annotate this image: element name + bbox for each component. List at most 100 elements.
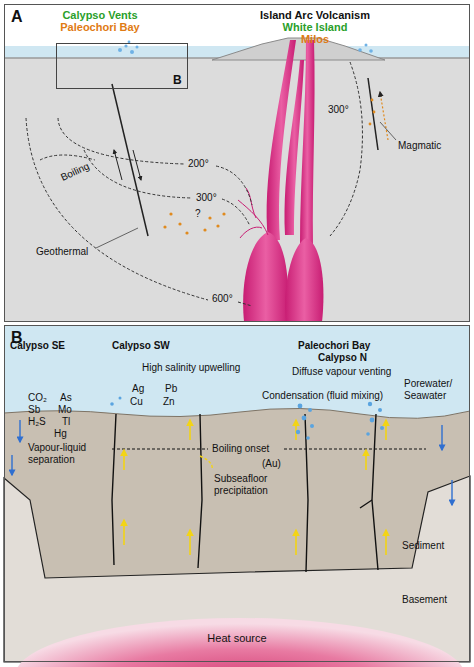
art-path (4, 408, 470, 418)
art-path (285, 60, 304, 235)
art-circle (369, 49, 373, 53)
art-circle (306, 436, 310, 440)
art-path (112, 84, 148, 236)
annotation-label: Paleochori Bay (60, 21, 139, 34)
art-path (380, 122, 396, 140)
annotation-label: (Au) (262, 458, 281, 470)
art-path (216, 166, 252, 205)
annotation-label: CO₂ (28, 392, 47, 404)
annotation-label: Boiling (59, 160, 91, 183)
art-circle (110, 402, 114, 406)
art-circle (373, 111, 376, 114)
art-circle (380, 426, 384, 430)
annotation-label: Calypso N (318, 352, 367, 364)
art-circle (369, 123, 372, 126)
art-circle (308, 408, 312, 412)
art-path (123, 450, 125, 470)
annotation-label: Subseafloor precipitation (214, 473, 300, 496)
annotation-label: Paleochori Bay (298, 340, 370, 352)
art-circle (370, 418, 375, 423)
art-path (372, 414, 378, 570)
art-path (238, 302, 252, 306)
art-rect (4, 4, 470, 322)
art-circle (358, 48, 362, 52)
art-path (114, 150, 122, 180)
art-circle (119, 397, 122, 400)
art-circle (298, 404, 303, 409)
inset-box: B (56, 43, 188, 89)
annotation-label: 200° (188, 158, 209, 170)
art-path (385, 420, 387, 440)
annotation-label: As (60, 392, 72, 404)
annotation-label: Calypso SE (10, 340, 65, 352)
annotation-label: Sediment (402, 540, 444, 552)
art-path (284, 449, 426, 450)
annotation-label: Ag (132, 383, 144, 395)
art-path (330, 62, 362, 236)
art-group (112, 414, 378, 572)
art-path (212, 38, 385, 60)
art-circle (222, 212, 225, 215)
art-circle (216, 224, 219, 227)
art-path (189, 530, 191, 555)
annotation-label: Basement (402, 594, 447, 606)
art-path (285, 238, 323, 322)
art-path (243, 232, 288, 322)
art-path (198, 414, 202, 568)
art-path (360, 500, 372, 508)
art-path (123, 520, 125, 545)
art-path (96, 228, 138, 248)
annotation-label: Tl (62, 416, 70, 428)
art-circle (185, 231, 188, 234)
annotation-label: Zn (163, 396, 175, 408)
annotation-label: Hg (54, 428, 67, 440)
art-group (110, 397, 384, 440)
art-circle (169, 212, 172, 215)
annotation-label: Heat source (207, 632, 266, 645)
art-circle (124, 44, 127, 47)
art-path (365, 450, 367, 470)
art-circle (136, 46, 139, 49)
annotation-label: 600° (212, 293, 233, 305)
annotation-label: Island Arc Volcanism (260, 9, 370, 22)
art-path (441, 425, 442, 450)
annotation-label: Condensation (fluid mixing) (262, 390, 383, 402)
panel-b-art (4, 325, 470, 667)
art-path (133, 150, 141, 180)
annotation-label: Vapour-liquid separation (28, 442, 108, 465)
art-circle (310, 424, 314, 428)
art-circle (371, 99, 374, 102)
art-group (12, 420, 452, 505)
art-path (112, 449, 208, 450)
art-path (385, 530, 387, 555)
art-circle (365, 44, 368, 47)
panel-letter: A (11, 8, 23, 26)
art-circle (366, 432, 370, 436)
art-circle (163, 225, 166, 228)
panel-frame: AB (4, 4, 470, 322)
art-path (451, 480, 452, 505)
art-path (295, 420, 297, 440)
annotation-label: Milos (301, 33, 329, 46)
annotation-label: Magmatic (398, 140, 441, 152)
art-path (11, 455, 12, 475)
annotation-label: Cu (130, 396, 143, 408)
annotation-label: Mo (58, 404, 72, 416)
art-group (163, 99, 375, 235)
annotation-label: ? (195, 208, 201, 220)
art-path (189, 420, 191, 440)
art-circle (203, 228, 206, 231)
art-circle (118, 48, 122, 52)
art-path (380, 92, 388, 140)
art-circle (296, 430, 300, 434)
annotation-label: 300° (328, 104, 349, 116)
art-path (4, 476, 470, 662)
annotation-label: Diffuse vapour venting (292, 366, 391, 378)
annotation-label: Boiling onset (212, 443, 269, 455)
annotation-label: Geothermal (36, 246, 88, 258)
annotation-label: Calypso Vents (62, 9, 137, 22)
art-path (200, 456, 212, 470)
annotation-label: Sb (28, 404, 40, 416)
annotation-label: White Island (283, 21, 348, 34)
